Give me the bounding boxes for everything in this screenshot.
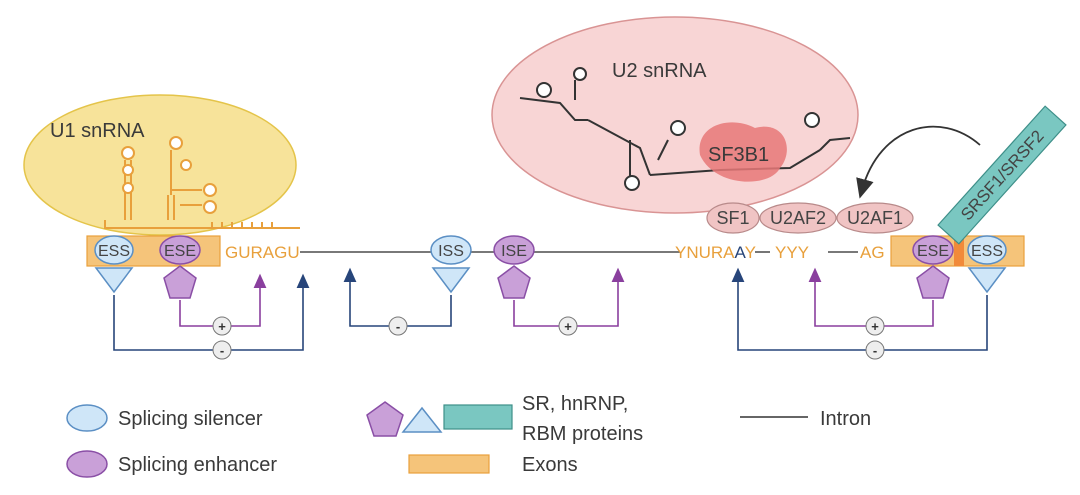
enhancer-protein-icon bbox=[163, 265, 197, 299]
ese-right-label: ESE bbox=[917, 243, 949, 260]
svg-text:+: + bbox=[871, 319, 879, 334]
sf1-label: SF1 bbox=[716, 208, 749, 228]
svg-text:-: - bbox=[220, 343, 224, 358]
legend: Splicing silencer Splicing enhancer SR, … bbox=[66, 393, 871, 478]
ese-left-label: ESE bbox=[164, 243, 196, 260]
ess-right-silence-arrow bbox=[731, 267, 988, 351]
legend-enhancer: Splicing enhancer bbox=[118, 454, 277, 476]
iss-label: ISS bbox=[438, 243, 464, 260]
ess-right-label: ESS bbox=[971, 243, 1003, 260]
minus-badge: - bbox=[865, 340, 885, 360]
sf3b1-label: SF3B1 bbox=[708, 144, 769, 166]
ese-left: ESE bbox=[159, 235, 201, 299]
u1-snrna-label: U1 snRNA bbox=[50, 120, 145, 142]
plus-badge: + bbox=[212, 316, 232, 336]
u2af1-label: U2AF1 bbox=[847, 208, 903, 228]
iss-element: ISS bbox=[430, 235, 472, 294]
u1-rna-structure-icon bbox=[104, 136, 300, 229]
u2af2-protein: U2AF2 bbox=[759, 202, 837, 234]
ess-left-silence-arrow bbox=[113, 273, 310, 351]
minus-badge: - bbox=[212, 340, 232, 360]
pentagon-protein-icon bbox=[366, 401, 404, 437]
branch-point-sequence: YNURAAY bbox=[675, 243, 756, 262]
bar-protein-icon bbox=[443, 404, 513, 430]
silencer-legend-icon bbox=[66, 404, 108, 432]
sf3b1-protein: SF3B1 bbox=[699, 122, 787, 182]
sf1-protein: SF1 bbox=[706, 202, 760, 234]
silencer-protein-icon bbox=[94, 267, 134, 294]
plus-badge: + bbox=[558, 316, 578, 336]
u2-snrna-complex: U2 snRNA SF3B1 bbox=[491, 16, 859, 214]
srsf-protein: SRSF1/SRSF2 bbox=[937, 105, 1067, 245]
ess-left-label: ESS bbox=[98, 243, 130, 260]
acceptor-site-sequence: AG bbox=[860, 243, 885, 262]
exon-junction-mark bbox=[954, 236, 964, 266]
u1-snrna-complex: U1 snRNA bbox=[23, 94, 300, 236]
legend-exons: Exons bbox=[522, 454, 578, 476]
enhancer-protein-icon bbox=[916, 265, 950, 299]
ese-right: ESE bbox=[912, 235, 954, 299]
legend-silencer: Splicing silencer bbox=[118, 408, 263, 430]
ise-element: ISE bbox=[493, 235, 535, 299]
svg-text:-: - bbox=[873, 343, 877, 358]
legend-proteins-line2: RBM proteins bbox=[522, 423, 643, 445]
donor-site-sequence: GURAGU bbox=[225, 243, 300, 262]
u2af2-label: U2AF2 bbox=[770, 208, 826, 228]
legend-intron: Intron bbox=[820, 408, 871, 430]
exon-legend-icon bbox=[408, 454, 490, 474]
svg-text:+: + bbox=[564, 319, 572, 334]
silencer-protein-icon bbox=[431, 267, 471, 294]
ise-label: ISE bbox=[501, 243, 527, 260]
enhancer-legend-icon bbox=[66, 450, 108, 478]
svg-text:-: - bbox=[396, 319, 400, 334]
polypyrimidine-tract: YYY bbox=[775, 243, 809, 262]
minus-badge: - bbox=[388, 316, 408, 336]
triangle-protein-icon bbox=[401, 406, 443, 433]
u2af1-protein: U2AF1 bbox=[836, 202, 914, 234]
srsf-label: SRSF1/SRSF2 bbox=[957, 127, 1048, 225]
ess-left: ESS bbox=[94, 235, 134, 294]
plus-badge: + bbox=[865, 316, 885, 336]
enhancer-protein-icon bbox=[497, 265, 531, 299]
svg-text:+: + bbox=[218, 319, 226, 334]
recruitment-arrow bbox=[856, 125, 981, 199]
legend-proteins-line1: SR, hnRNP, bbox=[522, 393, 628, 415]
ess-right: ESS bbox=[967, 235, 1007, 294]
u2-snrna-label: U2 snRNA bbox=[612, 60, 707, 82]
silencer-protein-icon bbox=[967, 267, 1007, 294]
